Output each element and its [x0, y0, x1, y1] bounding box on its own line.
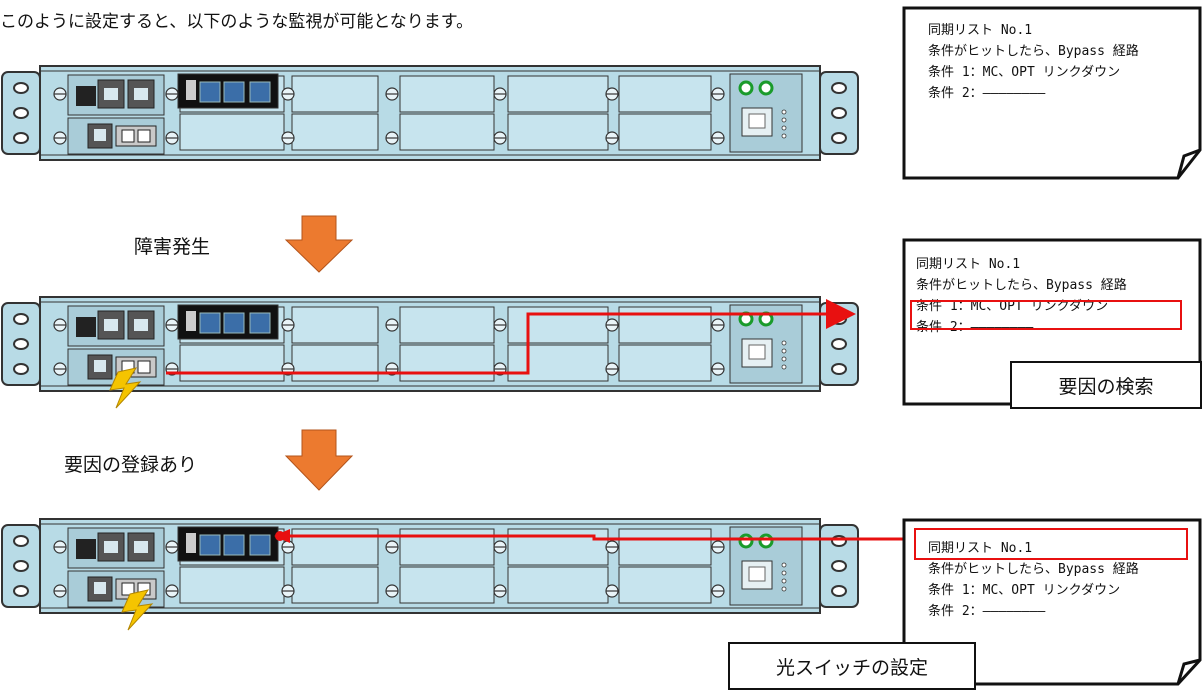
sync-list-note-3: 同期リスト No.1 条件がヒットしたら、Bypass 経路 条件 1：MC、O… — [928, 538, 1139, 622]
sync-list-condition-1: 条件 1：MC、OPT リンクダウン — [928, 65, 1121, 80]
sync-list-title: 同期リスト No.1 — [928, 541, 1033, 556]
sync-list-condition-action: 条件がヒットしたら、Bypass 経路 — [928, 562, 1139, 577]
bypass-highlight — [914, 528, 1188, 560]
fault-signal-path — [166, 299, 856, 375]
bypass-signal-path — [280, 534, 914, 541]
sync-list-title: 同期リスト No.1 — [928, 23, 1033, 38]
sync-list-title: 同期リスト No.1 — [916, 257, 1021, 272]
search-label-box: 要因の検索 — [1010, 361, 1202, 409]
down-arrow-1 — [284, 215, 354, 273]
note-card-1 — [902, 6, 1202, 180]
sync-list-condition-1: 条件 1：MC、OPT リンクダウン — [928, 583, 1121, 598]
condition-1-highlight — [910, 300, 1182, 330]
sync-list-condition-1: 条件 1：MC、OPT リンクダウン — [916, 299, 1109, 314]
registered-label: 要因の登録あり — [64, 454, 198, 476]
switch-setting-label-box: 光スイッチの設定 — [728, 642, 976, 690]
down-arrow-2 — [284, 429, 354, 491]
rack-unit-1 — [0, 64, 860, 162]
sync-list-condition-2: 条件 2：―――――――― — [916, 320, 1034, 335]
sync-list-condition-action: 条件がヒットしたら、Bypass 経路 — [916, 278, 1127, 293]
sync-list-note-2: 同期リスト No.1 条件がヒットしたら、Bypass 経路 条件 1：MC、O… — [916, 254, 1127, 338]
sync-list-condition-2: 条件 2：―――――――― — [928, 604, 1046, 619]
sync-list-condition-action: 条件がヒットしたら、Bypass 経路 — [928, 44, 1139, 59]
fault-label: 障害発生 — [134, 236, 211, 258]
intro-text: このように設定すると、以下のような監視が可能となります。 — [0, 12, 474, 32]
sync-list-note-1: 同期リスト No.1 条件がヒットしたら、Bypass 経路 条件 1：MC、O… — [928, 20, 1139, 104]
sync-list-condition-2: 条件 2：―――――――― — [928, 86, 1046, 101]
